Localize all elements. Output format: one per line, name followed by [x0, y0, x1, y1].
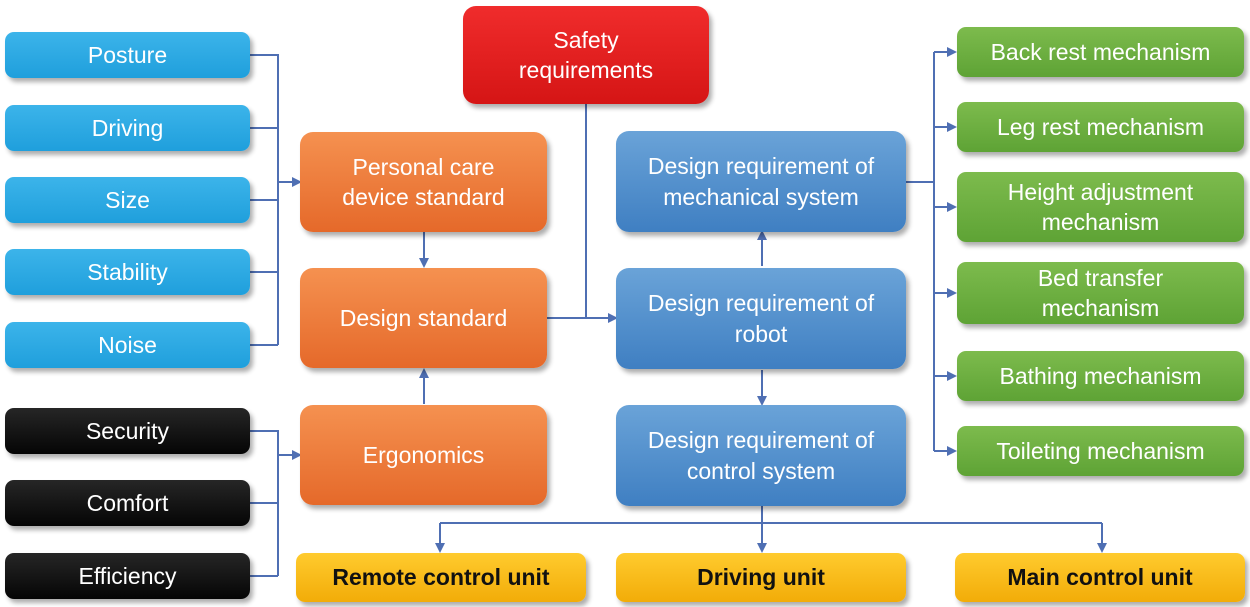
- mechanism-height-adjustment: Height adjustment mechanism: [957, 172, 1244, 242]
- factor-stability: Stability: [5, 249, 250, 295]
- unit-remote-control: Remote control unit: [296, 553, 586, 602]
- mechanism-toileting: Toileting mechanism: [957, 426, 1244, 476]
- mechanism-label: Toileting mechanism: [996, 437, 1205, 464]
- mechanism-bathing: Bathing mechanism: [957, 351, 1244, 401]
- factor-label: Posture: [87, 41, 168, 68]
- unit-main-control: Main control unit: [955, 553, 1245, 602]
- design-requirement-robot: Design requirement of robot: [616, 268, 906, 369]
- mechanism-bed-transfer: Bed transfer mechanism: [957, 262, 1244, 324]
- factor-noise: Noise: [5, 322, 250, 368]
- personal-care-device-standard: Personal care device standard: [300, 132, 547, 232]
- mechanism-leg-rest: Leg rest mechanism: [957, 102, 1244, 152]
- mechanism-label: Leg rest mechanism: [996, 113, 1205, 140]
- factor-label: Size: [105, 186, 150, 213]
- node-label: Design requirement of control system: [647, 427, 875, 484]
- node-label: Design requirement of mechanical system: [647, 153, 875, 210]
- factor-efficiency: Efficiency: [5, 553, 250, 599]
- factor-security: Security: [5, 408, 250, 454]
- unit-label: Driving unit: [697, 564, 825, 591]
- safety-requirements: Safety requirements: [463, 6, 709, 104]
- ergonomics: Ergonomics: [300, 405, 547, 505]
- node-label: Design standard: [339, 304, 508, 331]
- factor-label: Noise: [98, 331, 157, 358]
- mechanism-back-rest: Back rest mechanism: [957, 27, 1244, 77]
- factor-label: Stability: [87, 258, 168, 285]
- unit-label: Remote control unit: [332, 564, 550, 591]
- factor-size: Size: [5, 177, 250, 223]
- factor-comfort: Comfort: [5, 480, 250, 526]
- node-label: Ergonomics: [362, 441, 485, 468]
- design-requirement-control-system: Design requirement of control system: [616, 405, 906, 506]
- node-label: Personal care device standard: [342, 153, 505, 210]
- unit-driving: Driving unit: [616, 553, 906, 602]
- unit-label: Main control unit: [1007, 564, 1193, 591]
- design-requirement-mechanical-system: Design requirement of mechanical system: [616, 131, 906, 232]
- mechanism-label: Height adjustment mechanism: [1007, 178, 1194, 235]
- node-label: Design requirement of robot: [647, 290, 875, 347]
- factor-label: Comfort: [86, 489, 169, 516]
- factor-label: Efficiency: [78, 562, 177, 589]
- factor-driving: Driving: [5, 105, 250, 151]
- factor-label: Security: [85, 417, 170, 444]
- factor-label: Driving: [91, 114, 164, 141]
- node-label: Safety requirements: [518, 26, 654, 83]
- mechanism-label: Bed transfer mechanism: [1037, 264, 1164, 321]
- mechanism-label: Back rest mechanism: [990, 38, 1211, 65]
- design-standard: Design standard: [300, 268, 547, 368]
- mechanism-label: Bathing mechanism: [999, 362, 1202, 389]
- factor-posture: Posture: [5, 32, 250, 78]
